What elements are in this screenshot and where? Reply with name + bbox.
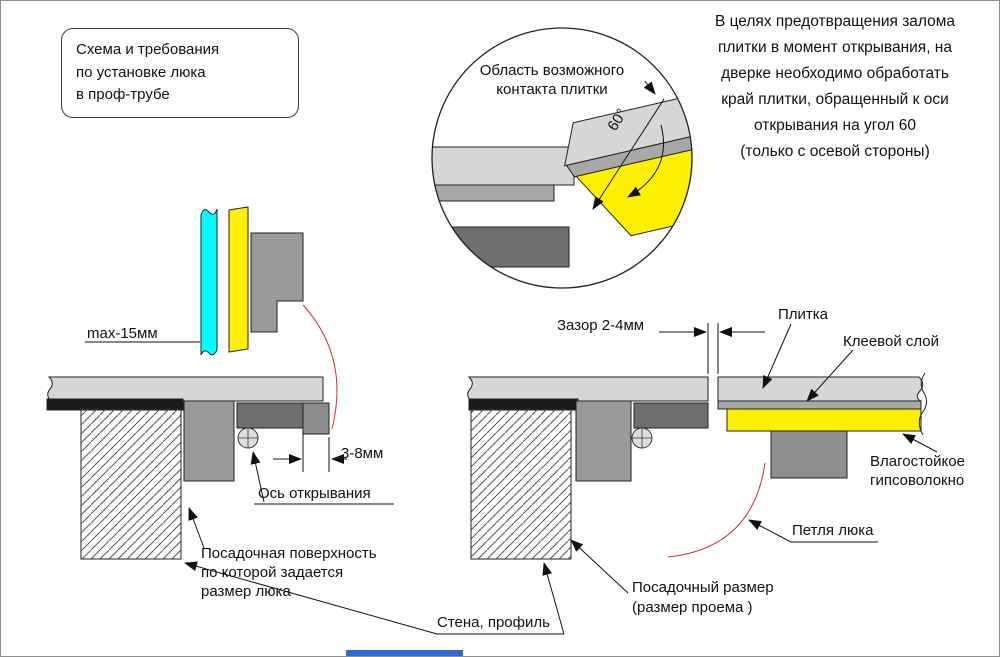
door-profile-block <box>770 430 848 479</box>
detail-circle-outline <box>431 27 693 289</box>
bevel-angle-line <box>592 98 665 210</box>
note-text: В целях предотвращения залома плитки в м… <box>714 13 956 161</box>
detail-door-layers <box>563 86 692 237</box>
open-door-gvl-yellow <box>228 206 249 353</box>
right-frame-profile <box>575 400 632 482</box>
detail-door-glue <box>565 125 692 178</box>
left-section <box>46 206 394 560</box>
left-frame-tile-band <box>47 376 324 402</box>
right-section <box>184 323 938 635</box>
door-torn-edge <box>918 372 928 436</box>
opening-axis-label: Ось открывания <box>258 485 371 502</box>
right-dimension-lines <box>184 323 938 635</box>
hatch-hinge-label: Петля люка <box>792 522 874 539</box>
wall-profile-label: Стена, профиль <box>437 614 550 631</box>
glue-layer-label: Клеевой слой <box>843 333 940 350</box>
right-wall-hatch <box>470 408 572 560</box>
tile-label: Плитка <box>778 306 829 323</box>
detail-frame-profile <box>432 226 570 268</box>
title-box: Схема и требования по установке люка в п… <box>61 28 299 118</box>
right-frame-flange-dark <box>633 402 709 429</box>
bottom-blue-strip <box>346 650 463 656</box>
edge-gap-label: 3-8мм <box>341 445 384 462</box>
door-gvl-layer <box>726 408 922 432</box>
detail-frame-tile-layer <box>432 146 575 186</box>
bevel-angle-arc <box>627 124 665 198</box>
detail-caption: Область возможного контакта плитки <box>479 62 625 98</box>
detail-circle-view <box>431 27 693 289</box>
open-door-tile-cyan <box>200 208 218 356</box>
left-dimension-lines <box>85 341 394 549</box>
left-hinge-axis <box>237 427 259 449</box>
left-frame-edge-block <box>302 402 330 435</box>
right-steel-strip <box>468 398 579 411</box>
door-tile-layer <box>717 376 924 402</box>
left-swing-arc <box>302 304 338 430</box>
seat-surface-label: Посадочная поверхность по которой задает… <box>201 545 377 600</box>
detail-caption-leader <box>643 80 656 95</box>
right-swing-arc <box>667 462 766 558</box>
seat-size-label: Посадочный размер (размер проема ) <box>632 579 774 617</box>
left-frame-flange-dark <box>236 402 304 429</box>
right-frame-tile-band <box>467 376 709 402</box>
detail-frame-glue-layer <box>432 184 555 202</box>
detail-door-gvl <box>575 138 692 237</box>
left-wall-hatch <box>80 408 182 560</box>
detail-door-tile-beveled <box>563 86 692 167</box>
door-glue-layer <box>717 400 922 410</box>
gap-label: Зазор 2-4мм <box>557 317 645 334</box>
open-door-profile <box>250 232 304 333</box>
left-frame-profile <box>183 400 235 482</box>
left-steel-strip <box>46 398 184 411</box>
max-offset-label: max-15мм <box>87 325 158 342</box>
right-hinge-axis <box>631 427 653 449</box>
gvl-label: Влагостойкое гипсоволокно <box>870 453 965 489</box>
